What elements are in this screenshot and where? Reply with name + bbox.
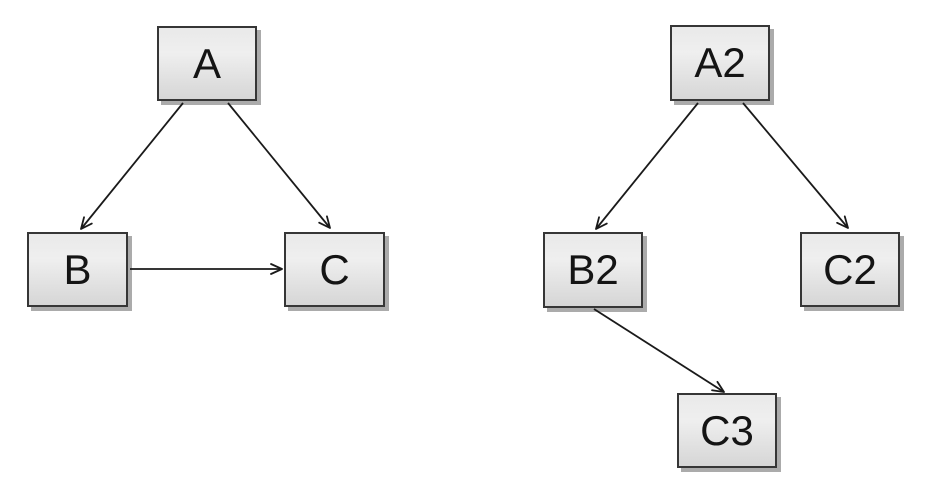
node-C2[interactable]: C2: [800, 232, 900, 307]
node-label: B: [63, 245, 92, 293]
node-A[interactable]: A: [157, 26, 257, 101]
node-label: A: [192, 39, 221, 87]
node-B2[interactable]: B2: [543, 232, 643, 308]
node-label: B2: [567, 246, 619, 293]
edge-A-C[interactable]: [227, 102, 331, 229]
node-A2[interactable]: A2: [670, 25, 770, 101]
node-label: C2: [823, 245, 877, 293]
edge-A-B[interactable]: [80, 102, 184, 230]
edge-A2-C2[interactable]: [742, 102, 849, 229]
node-C[interactable]: C: [284, 232, 385, 307]
edge-A2-B2[interactable]: [595, 102, 699, 230]
node-C3[interactable]: C3: [677, 393, 777, 468]
node-B[interactable]: B: [27, 232, 128, 307]
node-label: A2: [694, 39, 746, 86]
node-label: C3: [700, 406, 754, 454]
node-label: C: [319, 245, 350, 293]
edge-B2-C3[interactable]: [593, 308, 725, 393]
